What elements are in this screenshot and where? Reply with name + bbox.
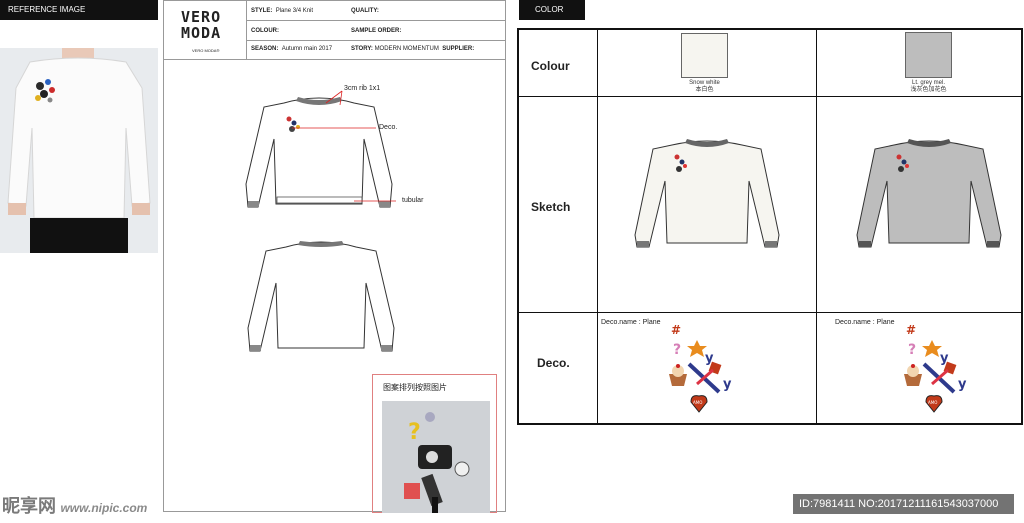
- svg-text:?: ?: [408, 420, 421, 445]
- sketch-snow-white: [634, 139, 780, 248]
- row-label-deco: Deco.: [537, 356, 570, 370]
- row-label-colour: Colour: [531, 59, 570, 73]
- watermark-id-text: ID:7981411 NO:20171211161543037000: [799, 498, 999, 510]
- svg-text:?: ?: [673, 342, 681, 358]
- sketch-lt-grey: [856, 139, 1002, 248]
- deco-name-white: Deco.name : Plane: [601, 319, 661, 326]
- svg-text:y: y: [723, 377, 732, 392]
- color-comb-header: COLOR COMB: [519, 0, 585, 34]
- svg-text:y: y: [940, 351, 949, 366]
- watermark-id: ID:7981411 NO:20171211161543037000: [793, 494, 1014, 514]
- svg-text:?: ?: [908, 342, 916, 358]
- brand-logo: VERO MODA: [181, 9, 221, 41]
- swatch-lt-grey-mel: [905, 32, 952, 78]
- reference-header: REFERENCE IMAGE: [0, 0, 158, 20]
- svg-text:#: #: [906, 323, 916, 337]
- row-label-sketch: Sketch: [531, 200, 571, 214]
- placement-note: 图案排列按照图片 ?: [372, 374, 497, 513]
- season-field: SEASON: Autumn main 2017: [251, 46, 333, 52]
- spec-sheet: VERO MODA VERO MODA® STYLE: Plane 3/4 Kn…: [163, 0, 506, 513]
- deco-name-grey: Deco.name : Plane: [835, 319, 895, 326]
- sample-order-field: SAMPLE ORDER:: [351, 28, 402, 34]
- brand-small: VERO MODA®: [192, 48, 220, 53]
- svg-text:AMO: AMO: [693, 400, 702, 405]
- watermark-left: 昵享网 www.nipic.com: [2, 492, 232, 520]
- deco-photo: ?: [382, 401, 490, 513]
- watermark-url: www.nipic.com: [60, 501, 148, 515]
- svg-text:y: y: [705, 351, 714, 366]
- swatch-snow-white: [681, 33, 728, 78]
- swatch-label-lt-grey: Lt. grey mel.浅灰色加花色: [910, 80, 947, 93]
- svg-text:y: y: [958, 377, 967, 392]
- brand-line-1: VERO: [181, 8, 222, 26]
- brand-line-2: MODA: [181, 24, 222, 42]
- callout-tubular: tubular: [402, 197, 424, 204]
- callout-deco: Deco.: [379, 124, 398, 131]
- reference-photo: [0, 48, 158, 253]
- svg-text:AMO: AMO: [928, 400, 937, 405]
- back-sketch: [247, 241, 395, 352]
- deco-art-white: # ? y y AMO: [669, 323, 732, 413]
- note-title: 图案排列按照图片: [383, 383, 447, 392]
- front-sketch: [245, 97, 393, 208]
- svg-text:#: #: [671, 323, 681, 337]
- deco-art-grey: # ? y y AMO: [904, 323, 967, 413]
- style-field: STYLE: Plane 3/4 Knit: [251, 8, 314, 14]
- callout-lines: [292, 90, 396, 202]
- reference-label: REFERENCE IMAGE: [8, 5, 86, 14]
- callout-rib: 3cm rib 1x1: [344, 85, 381, 92]
- colour-field: COLOUR:: [251, 28, 279, 34]
- watermark-logo: 昵享网: [2, 496, 56, 516]
- story-field: STORY: MODERN MOMENTUM SUPPLIER:: [351, 46, 475, 52]
- quality-field: QUALITY:: [351, 8, 379, 14]
